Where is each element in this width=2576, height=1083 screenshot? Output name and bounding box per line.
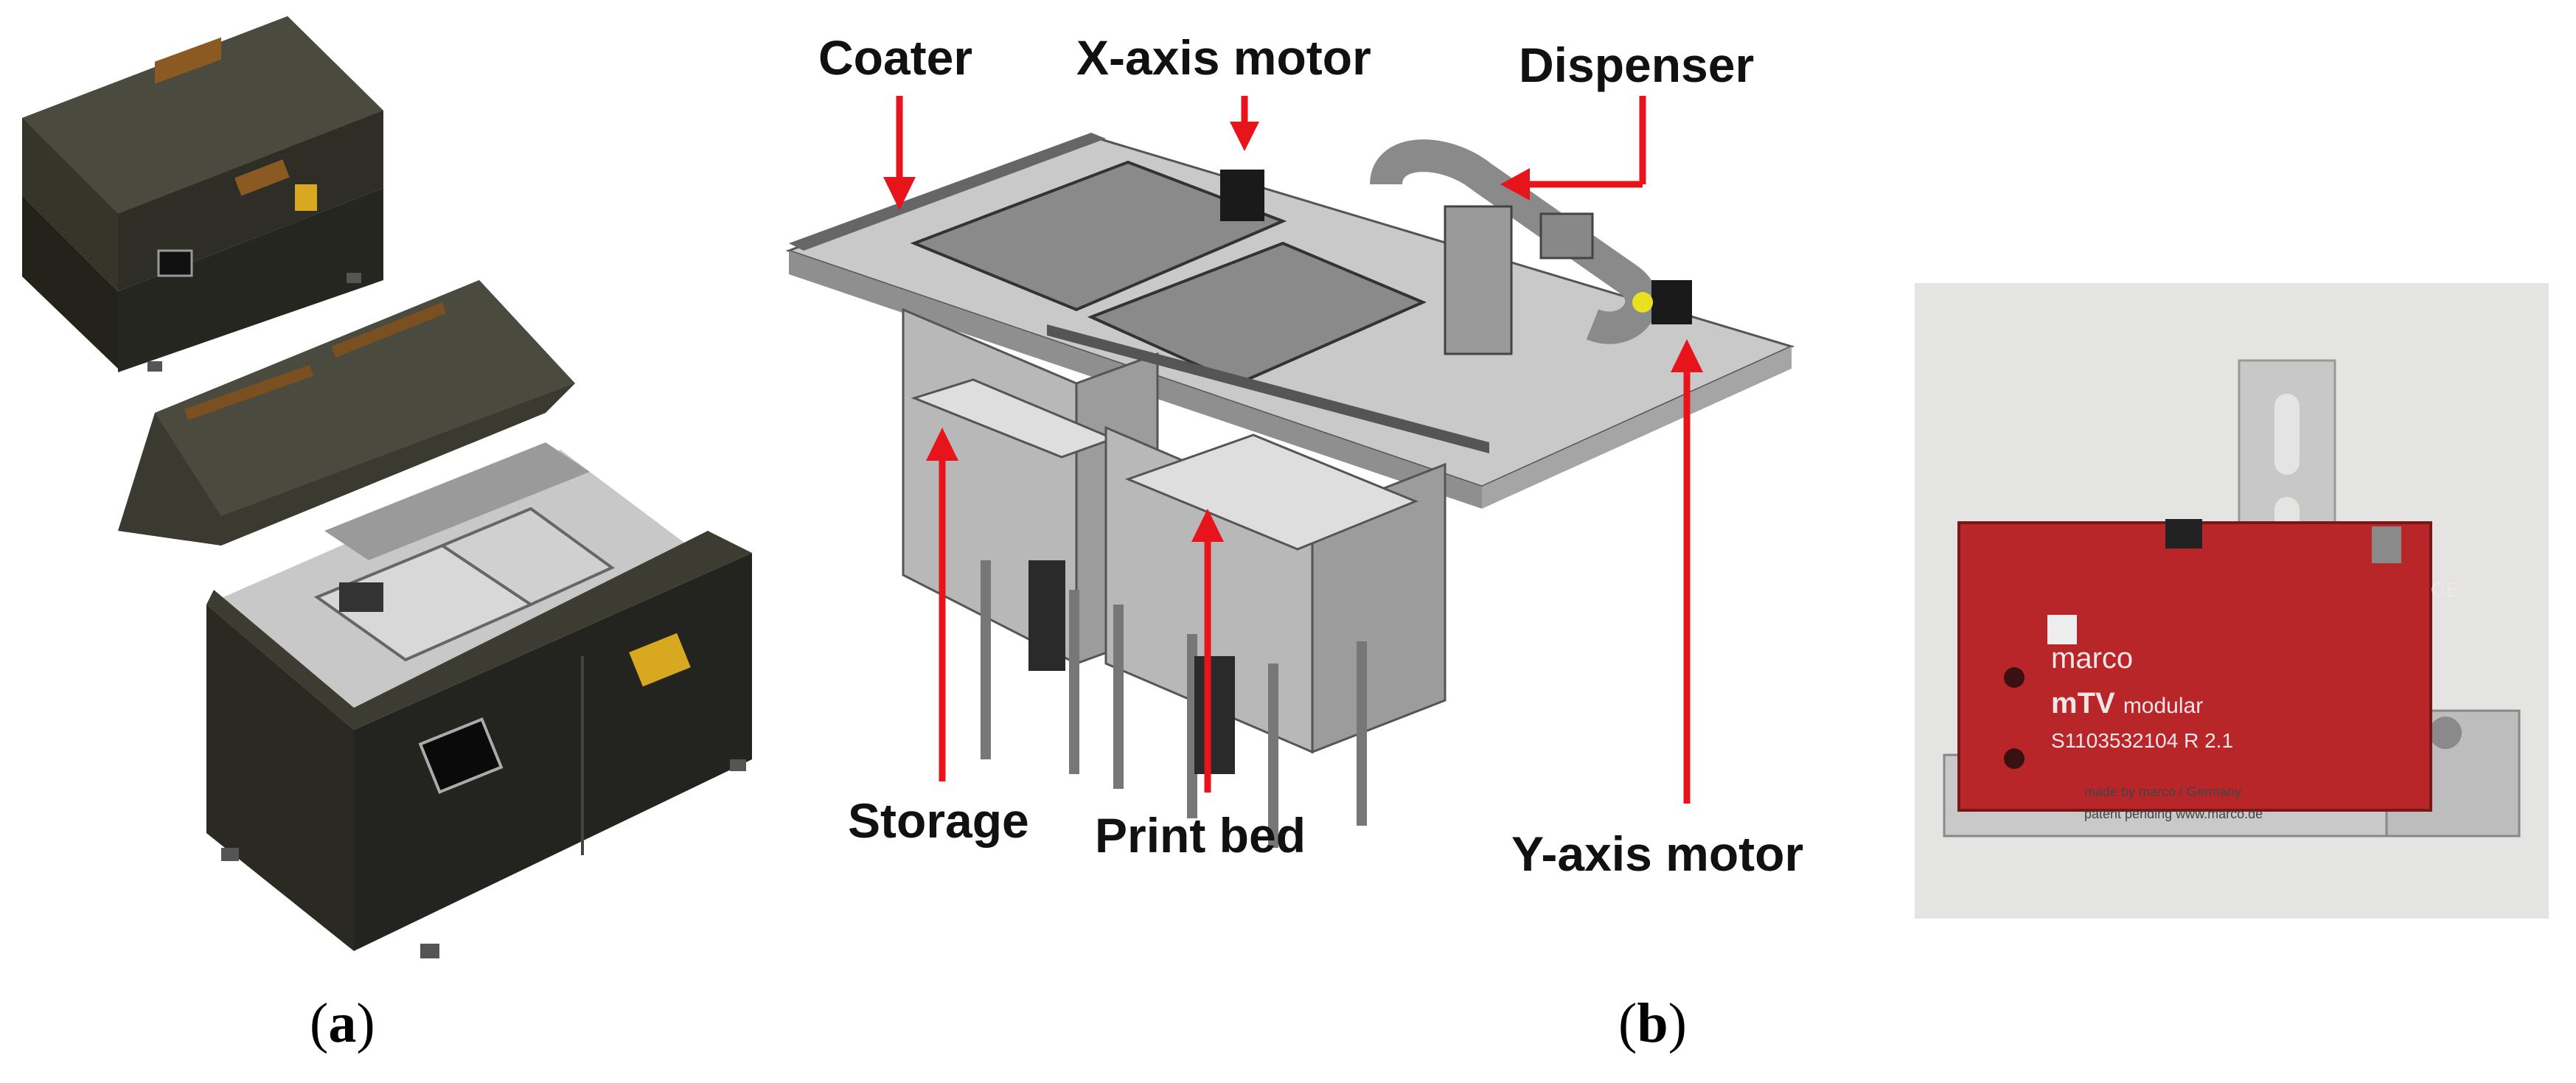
print-bed-arrow — [1191, 509, 1224, 793]
closed-enclosure — [22, 16, 383, 372]
open-enclosure — [118, 280, 752, 958]
label-print-bed: Print bed — [1095, 808, 1306, 863]
panel-b-caption-letter: b — [1637, 992, 1668, 1054]
panel-a-caption-letter: a — [328, 992, 357, 1054]
valve-made-by: made by marco / Germany — [2084, 784, 2242, 799]
valve-brand: marco — [2051, 642, 2134, 675]
coater-arrow — [883, 96, 916, 210]
machine-frame — [785, 133, 1795, 848]
enclosure-render-svg — [22, 16, 752, 958]
panel-a-caption-open: ( — [310, 992, 329, 1054]
valve-model: mTV modular — [2051, 687, 2203, 720]
label-coater: Coater — [818, 30, 973, 85]
storage-arrow — [926, 428, 958, 781]
panel-b-caption-open: ( — [1618, 992, 1637, 1054]
valve-photo: marco CE mTV modular S1103532104 R 2.1 m… — [1915, 283, 2549, 919]
valve-serial: S1103532104 R 2.1 — [2051, 729, 2234, 752]
valve-model-name: mTV — [2051, 687, 2115, 720]
label-y-axis-motor: Y-axis motor — [1511, 826, 1804, 881]
panel-b-caption-close: ) — [1668, 992, 1687, 1054]
label-dispenser: Dispenser — [1519, 38, 1755, 92]
y-axis-motor-arrow — [1671, 339, 1703, 804]
dispenser-arrow — [1500, 96, 1646, 201]
valve-ce-mark: CE — [2431, 578, 2460, 601]
label-storage: Storage — [848, 793, 1029, 848]
valve-photo-svg — [1915, 283, 2549, 919]
annotation-arrows — [883, 96, 1703, 804]
panel-a-caption: (a) — [310, 992, 375, 1056]
panel-a-enclosure-renderings — [0, 0, 796, 973]
label-x-axis-motor: X-axis motor — [1076, 30, 1371, 85]
panel-b-machine-schematic: Coater X-axis motor Dispenser Storage Pr… — [781, 0, 1814, 907]
panel-a-caption-close: ) — [356, 992, 375, 1054]
valve-patent: patent pending www.marco.de — [2084, 807, 2263, 821]
panel-b-caption: (b) — [1618, 992, 1687, 1056]
x-axis-motor-arrow — [1230, 96, 1259, 151]
machine-schematic-svg — [785, 96, 1795, 848]
valve-model-suffix: modular — [2123, 694, 2204, 718]
